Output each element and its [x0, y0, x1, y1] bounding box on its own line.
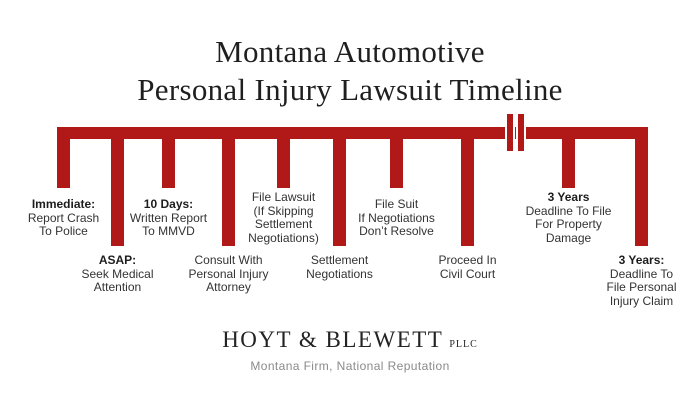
- event-label-line: Don’t Resolve: [359, 223, 434, 238]
- timeline-tick-bar: [461, 127, 474, 246]
- timeline-horizontal-bar: [57, 127, 648, 139]
- timeline-tick-bar: [635, 127, 648, 246]
- event-label-line: Deadline To: [609, 266, 674, 281]
- event-label-line: Consult With: [194, 253, 263, 267]
- timeline-tick-bar: [57, 127, 70, 188]
- firm-suffix: PLLC: [449, 339, 478, 350]
- event-label-line: Settlement: [254, 217, 313, 231]
- event-label-line: For Property: [535, 217, 602, 231]
- timeline-tick-bar: [390, 127, 403, 188]
- event-label-line: To Police: [39, 223, 88, 238]
- page-title-line2: Personal Injury Lawsuit Timeline: [137, 72, 563, 107]
- event-label-line: (If Skipping: [253, 203, 314, 218]
- event-label-line: File Personal: [606, 280, 677, 294]
- event-label-line: Deadline To File: [525, 203, 612, 218]
- footer-logo: HOYT & BLEWETT PLLC Montana Firm, Nationa…: [0, 328, 700, 374]
- break-tick-right: [516, 114, 526, 151]
- timeline-tick-bar: [562, 127, 575, 188]
- break-tick-left: [505, 114, 515, 151]
- event-label-line: Settlement: [310, 253, 369, 267]
- event-label-line: Seek Medical: [81, 266, 154, 281]
- event-label-heading: 3 Years:: [618, 253, 665, 267]
- event-label-heading: ASAP:: [98, 253, 137, 267]
- timeline-tick-bar: [162, 127, 175, 188]
- event-label-line: File Suit: [374, 196, 419, 211]
- event-label-heading: Immediate:: [31, 196, 96, 211]
- event-label-line: Negotiations): [248, 230, 319, 245]
- event-label-line: Written Report: [129, 210, 208, 225]
- timeline-tick-bar: [333, 127, 346, 246]
- event-label-line: Damage: [545, 230, 592, 245]
- event-label-line: To MMVD: [142, 223, 195, 238]
- event-label-heading: 3 Years: [547, 190, 590, 204]
- timeline-tick-bar: [111, 127, 124, 246]
- timeline-tick-bar: [222, 127, 235, 246]
- event-label-line: Attorney: [206, 280, 251, 294]
- page-title: Montana Automotive Personal Injury Lawsu…: [0, 33, 700, 109]
- event-label-heading: 10 Days:: [143, 196, 194, 211]
- firm-name: HOYT & BLEWETT: [222, 327, 444, 352]
- event-label-line: Proceed In: [438, 253, 497, 267]
- event-label-line: Attention: [93, 280, 142, 294]
- event-label-line: Civil Court: [439, 266, 496, 281]
- event-label-line: Negotiations: [306, 266, 373, 281]
- event-label-line: Personal Injury: [188, 266, 269, 281]
- timeline-tick-bar: [277, 127, 290, 188]
- firm-tagline: Montana Firm, National Reputation: [250, 359, 450, 373]
- event-label-line: If Negotiations: [358, 210, 435, 225]
- firm-name-line: HOYT & BLEWETT PLLC: [0, 328, 700, 357]
- event-label-line: Report Crash: [27, 210, 100, 225]
- event-label-line: Injury Claim: [609, 293, 674, 308]
- event-label-line: File Lawsuit: [251, 190, 316, 204]
- page-title-line1: Montana Automotive: [215, 34, 485, 69]
